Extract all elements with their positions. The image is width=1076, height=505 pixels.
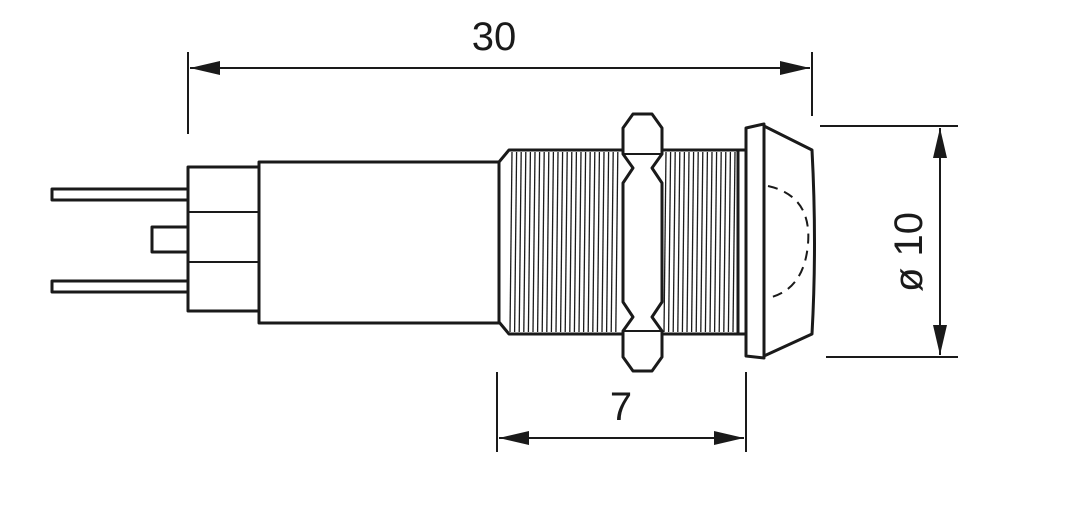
thread-line <box>615 151 619 333</box>
terminal-block <box>186 165 262 313</box>
thread-line <box>573 151 578 333</box>
bezel-diameter-dimension: ø 10 <box>820 125 958 358</box>
thread-line <box>536 151 541 333</box>
thread-line <box>610 151 614 333</box>
thread-line <box>509 151 513 333</box>
upper-pin <box>50 187 192 202</box>
thread-line <box>718 151 722 333</box>
panel-thickness-dimension: 7 <box>496 372 747 452</box>
front-bezel <box>736 122 816 360</box>
thread-line <box>523 151 527 333</box>
terminal-block-body <box>186 165 262 313</box>
overall-length-label: 30 <box>472 15 517 59</box>
thread-line <box>578 151 582 333</box>
thread-line <box>527 151 532 333</box>
thread-line <box>663 151 667 333</box>
thread-line <box>582 151 587 333</box>
thread-line <box>532 151 536 333</box>
bezel-rim <box>744 122 766 360</box>
thread-line <box>559 151 564 333</box>
thread-line <box>569 151 573 333</box>
thread-line <box>727 151 732 333</box>
thread-line <box>677 151 681 333</box>
thread-line <box>541 151 545 333</box>
thread-line <box>518 151 522 333</box>
thread-line <box>564 151 568 333</box>
thread-line <box>713 151 718 333</box>
hex-nut-outline <box>621 112 664 373</box>
threaded-sleeve <box>497 148 742 336</box>
bezel-diameter-label: ø 10 <box>887 212 931 292</box>
thread-line <box>681 151 686 333</box>
thread-line <box>690 151 695 333</box>
lamp-body <box>257 160 501 325</box>
thread-line <box>601 151 605 333</box>
thread-line <box>667 151 672 333</box>
thread-line <box>695 151 699 333</box>
thread-line <box>605 151 610 333</box>
thread-line <box>686 151 690 333</box>
thread-line <box>592 151 596 333</box>
lower-pin <box>50 279 192 294</box>
thread-line <box>672 151 676 333</box>
thread-line <box>700 151 704 333</box>
thread-line <box>596 151 601 333</box>
thread-lines <box>509 151 736 333</box>
panel-thickness-label: 7 <box>610 385 632 429</box>
lamp-filament-hidden-outline <box>767 185 810 299</box>
thread-line <box>723 151 727 333</box>
hex-nut <box>621 112 664 373</box>
thread-line <box>587 151 591 333</box>
lens-dome <box>762 124 816 358</box>
thread-line <box>550 151 555 333</box>
thread-line <box>546 151 550 333</box>
overall-length-dimension: 30 <box>187 15 813 134</box>
thread-line <box>555 151 559 333</box>
thread-line <box>709 151 713 333</box>
thread-line <box>704 151 709 333</box>
thread-line <box>513 151 518 333</box>
thread-line <box>732 151 736 333</box>
